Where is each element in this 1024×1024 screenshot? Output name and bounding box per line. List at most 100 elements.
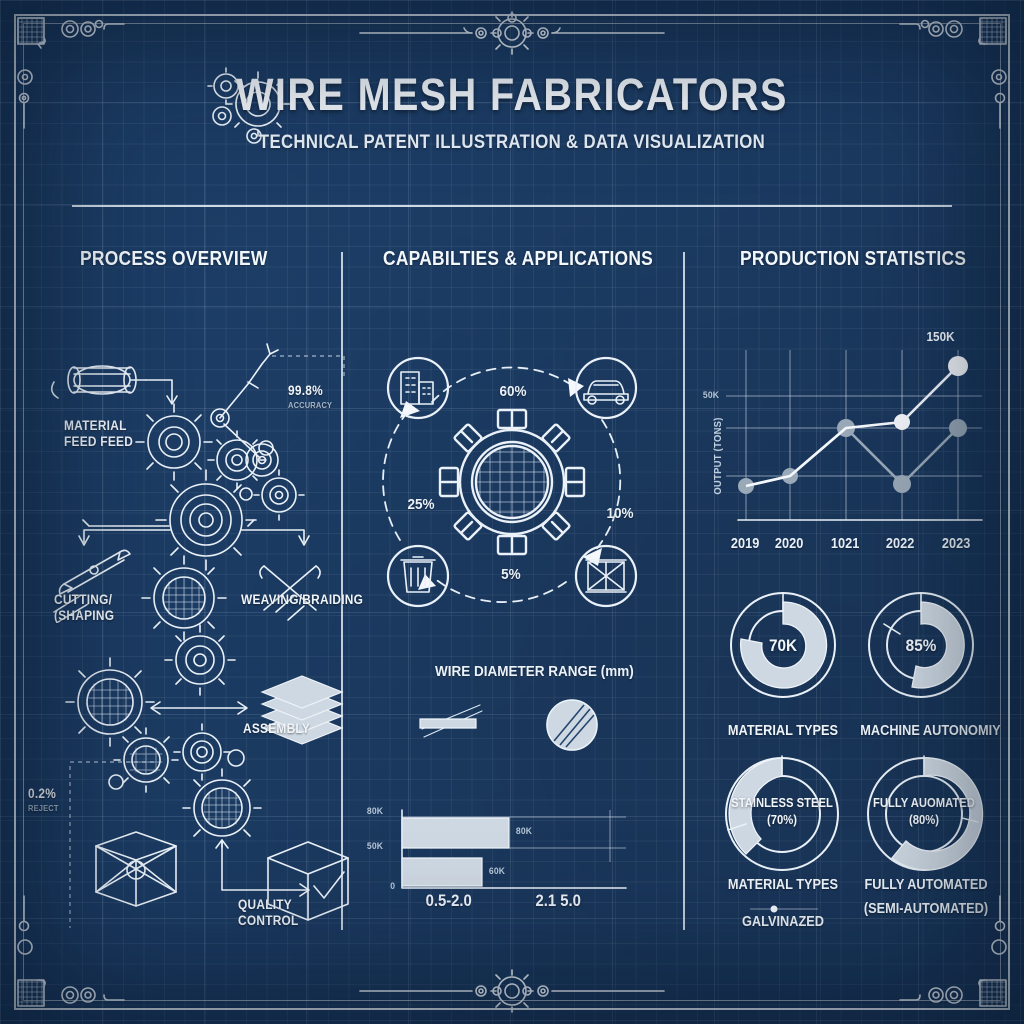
section-heading-capabilities: CAPABILTIES & APPLICATIONS bbox=[383, 248, 654, 270]
mesh-gear-icon bbox=[440, 410, 584, 554]
donut-value-line2: (80%) bbox=[908, 812, 940, 827]
wire-diameter-title: WIRE DIAMETER RANGE (mm) bbox=[435, 663, 634, 680]
process-label-quality-control: QUALITY CONTROL bbox=[238, 897, 299, 929]
annotation-accuracy-value: 99.8% bbox=[288, 383, 324, 398]
process-label-cutting: CUTTING/ (SHAPING bbox=[54, 592, 115, 624]
line-chart-y-label: OUTPUT (TONS) bbox=[712, 417, 724, 495]
donut-value-machine-autonomy: 85% bbox=[905, 636, 937, 655]
building-icon bbox=[388, 358, 448, 418]
corner-ornament-top-right bbox=[900, 18, 1006, 128]
section-heading-statistics: PRODUCTION STATISTICS bbox=[740, 248, 967, 270]
bar-axis-tick-1: 50K bbox=[366, 841, 384, 852]
cutting-tool-icon bbox=[54, 550, 130, 622]
donut-caption-fully-automated: FULLY AUTOMATED bbox=[864, 877, 988, 893]
mesh-gear-qc-icon bbox=[183, 769, 261, 847]
donut-legend-dot bbox=[748, 905, 822, 913]
donut-value-line1: FULLY AUOMATED bbox=[873, 796, 975, 810]
flow-arrow-left bbox=[84, 530, 170, 542]
bar-2 bbox=[402, 858, 482, 886]
wire-spool-icon bbox=[52, 366, 146, 398]
donut-caption-material-types-top: MATERIAL TYPES bbox=[727, 723, 839, 739]
mesh-fence-icon bbox=[576, 546, 636, 606]
robot-arm-icon bbox=[211, 344, 278, 476]
donut-chart-material-types-top bbox=[726, 588, 840, 702]
callout-leader-accuracy bbox=[272, 356, 344, 378]
gear-cluster-lower bbox=[165, 625, 235, 695]
section-heading-process: PROCESS OVERVIEW bbox=[80, 248, 268, 270]
bar-axis-tick-2: 0 bbox=[390, 881, 396, 892]
application-percent-industrial: 25% bbox=[407, 496, 435, 513]
wire-diameter-bar-chart bbox=[360, 800, 635, 895]
line-chart-year-2019: 2019 bbox=[730, 536, 760, 552]
line-chart-year-2022: 2022 bbox=[885, 536, 915, 552]
donut-value-material-types-bottom: STAINLESS STEEL (70%) bbox=[719, 795, 845, 829]
annotation-reject-caption: REJECT bbox=[28, 803, 59, 814]
corner-ornament-bottom-right bbox=[900, 896, 1006, 1006]
donut-chart-machine-autonomy bbox=[864, 588, 978, 702]
donut-caption-material-types-bottom: MATERIAL TYPES bbox=[727, 877, 839, 893]
donut-value-material-types-top: 70K bbox=[768, 636, 798, 655]
flow-arrow-right bbox=[242, 530, 304, 542]
cycle-dashed-ring bbox=[383, 367, 620, 602]
series-primary bbox=[746, 356, 968, 486]
annotation-reject: 0.2% REJECT bbox=[28, 786, 63, 813]
donut-caption-machine-autonomy: MACHINE AUTONOMIY bbox=[860, 723, 1001, 739]
donut-legend-galvinazed: GALVINAZED bbox=[741, 914, 825, 930]
process-flow-diagram bbox=[24, 330, 344, 930]
stacked-sheets-icon bbox=[262, 676, 342, 744]
weaving-tool-icon bbox=[260, 566, 320, 620]
line-chart-y-tick: 50K bbox=[702, 390, 720, 401]
line-chart-year-2020: 2020 bbox=[774, 536, 804, 552]
callout-leader-reject bbox=[70, 762, 154, 928]
bar-value-label-1: 80K bbox=[515, 826, 533, 837]
annotation-accuracy-caption: ACCURACY bbox=[288, 400, 333, 411]
corner-gears-top-left bbox=[18, 21, 124, 129]
bar-category-1: 0.5-2.0 bbox=[425, 892, 472, 910]
thick-wire-icon bbox=[547, 700, 597, 750]
car-icon bbox=[576, 358, 636, 418]
line-chart-peak-label: 150K bbox=[926, 329, 955, 344]
line-chart-year-2023: 2023 bbox=[941, 536, 971, 552]
application-percent-filtration: 5% bbox=[501, 566, 521, 583]
production-line-chart bbox=[700, 330, 990, 535]
corner-ornament-bottom-left bbox=[18, 896, 124, 1006]
bar-1 bbox=[402, 818, 509, 848]
mesh-gear-assembly-icon bbox=[66, 658, 154, 746]
process-label-material-feed: MATERIAL FEED FEED bbox=[64, 418, 134, 450]
application-percent-automotive: 10% bbox=[606, 505, 634, 522]
flow-arrow-qc bbox=[222, 842, 308, 890]
bar-axis-tick-0: 80K bbox=[366, 806, 384, 817]
waste-bin-icon bbox=[388, 546, 448, 606]
gear-cluster-mid-low bbox=[109, 724, 244, 792]
bar-category-2: 2.1 5.0 bbox=[535, 892, 581, 910]
wireframe-hex-icon bbox=[96, 832, 176, 906]
annotation-reject-value: 0.2% bbox=[28, 786, 57, 801]
donut-caption-semi-automated: (SEMI-AUTOMATED) bbox=[863, 901, 989, 917]
process-label-weaving: WEAVING/BRAIDING bbox=[241, 592, 364, 607]
gear-cluster-upper bbox=[136, 404, 304, 520]
column-divider-right bbox=[683, 252, 685, 930]
page-subtitle: TECHNICAL PATENT ILLUSTRATION & DATA VIS… bbox=[258, 131, 766, 153]
checked-box-icon bbox=[268, 842, 348, 920]
page-title: WIRE MESH FABRICATORS bbox=[236, 69, 788, 120]
application-percent-construction: 60% bbox=[499, 383, 527, 400]
process-label-assembly: ASSEMBLY bbox=[243, 721, 311, 736]
donut-chart-material-types-bottom bbox=[720, 752, 844, 876]
series-secondary bbox=[738, 419, 967, 494]
top-center-medallion bbox=[360, 12, 664, 54]
central-gear-icon bbox=[156, 470, 256, 570]
bottom-center-medallion bbox=[360, 970, 664, 1012]
header-rule bbox=[72, 205, 952, 207]
applications-cycle-diagram bbox=[370, 340, 655, 630]
flow-arrow-1 bbox=[146, 380, 172, 402]
donut-value-line2: (70%) bbox=[766, 812, 798, 827]
thin-wire-icon bbox=[420, 705, 482, 737]
donut-value-line1: STAINLESS STEEL bbox=[731, 796, 833, 810]
header-gear-cluster bbox=[196, 66, 316, 146]
wire-cross-sections bbox=[420, 695, 620, 765]
column-divider-left bbox=[341, 252, 343, 930]
donut-chart-fully-automated bbox=[862, 752, 986, 876]
corner-mesh-top-left bbox=[18, 18, 45, 48]
